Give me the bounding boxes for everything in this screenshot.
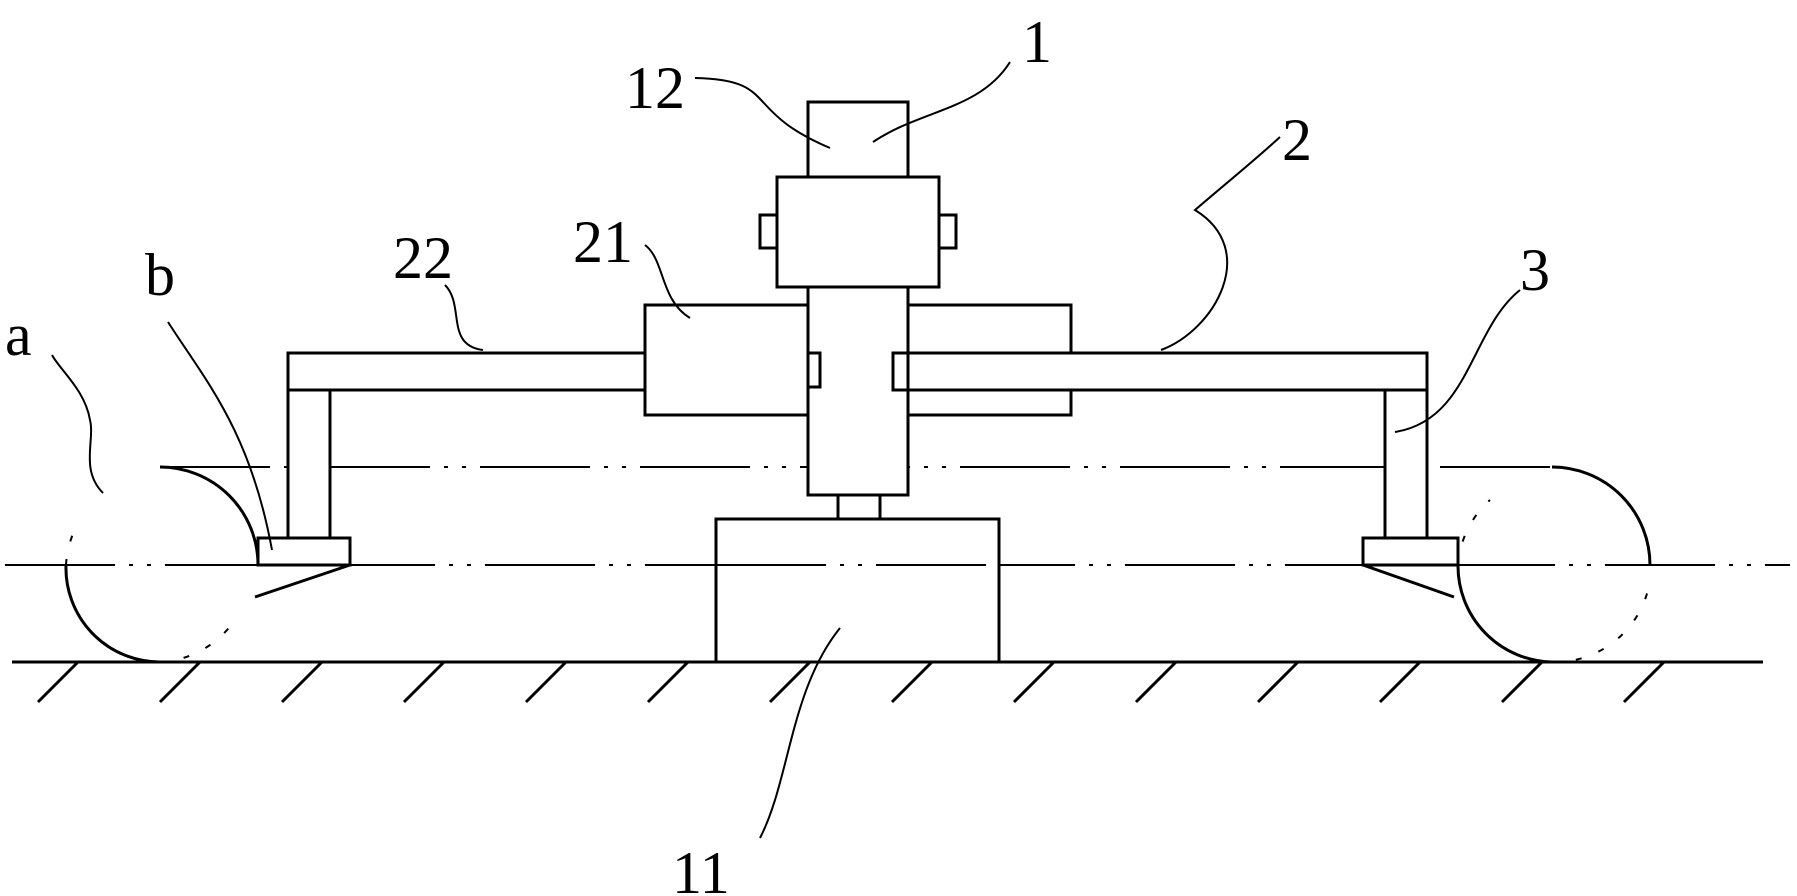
column-pin-right xyxy=(893,353,908,390)
label-11: 11 xyxy=(672,840,730,896)
label-2: 2 xyxy=(1282,107,1312,173)
head-body-1 xyxy=(777,177,939,287)
label-3: 3 xyxy=(1520,237,1550,303)
label-22: 22 xyxy=(393,225,453,291)
head-ear-right xyxy=(939,215,956,248)
head-top-12 xyxy=(808,102,908,177)
neck xyxy=(838,495,880,519)
right-block-bottom xyxy=(908,390,1071,415)
left-leg xyxy=(255,390,350,597)
base-11 xyxy=(716,519,999,662)
label-1: 1 xyxy=(1022,9,1052,75)
ground xyxy=(12,662,1763,702)
label-a: a xyxy=(5,302,32,368)
left-block-21 xyxy=(645,305,808,415)
label-21: 21 xyxy=(573,209,633,275)
label-12: 12 xyxy=(625,55,685,121)
label-b: b xyxy=(145,242,175,308)
head-ear-left xyxy=(760,215,777,248)
right-arm xyxy=(893,353,1427,390)
right-leg xyxy=(1363,390,1458,597)
column-pin-left xyxy=(808,353,820,387)
left-arm xyxy=(288,353,645,390)
right-block-top xyxy=(908,305,1071,353)
